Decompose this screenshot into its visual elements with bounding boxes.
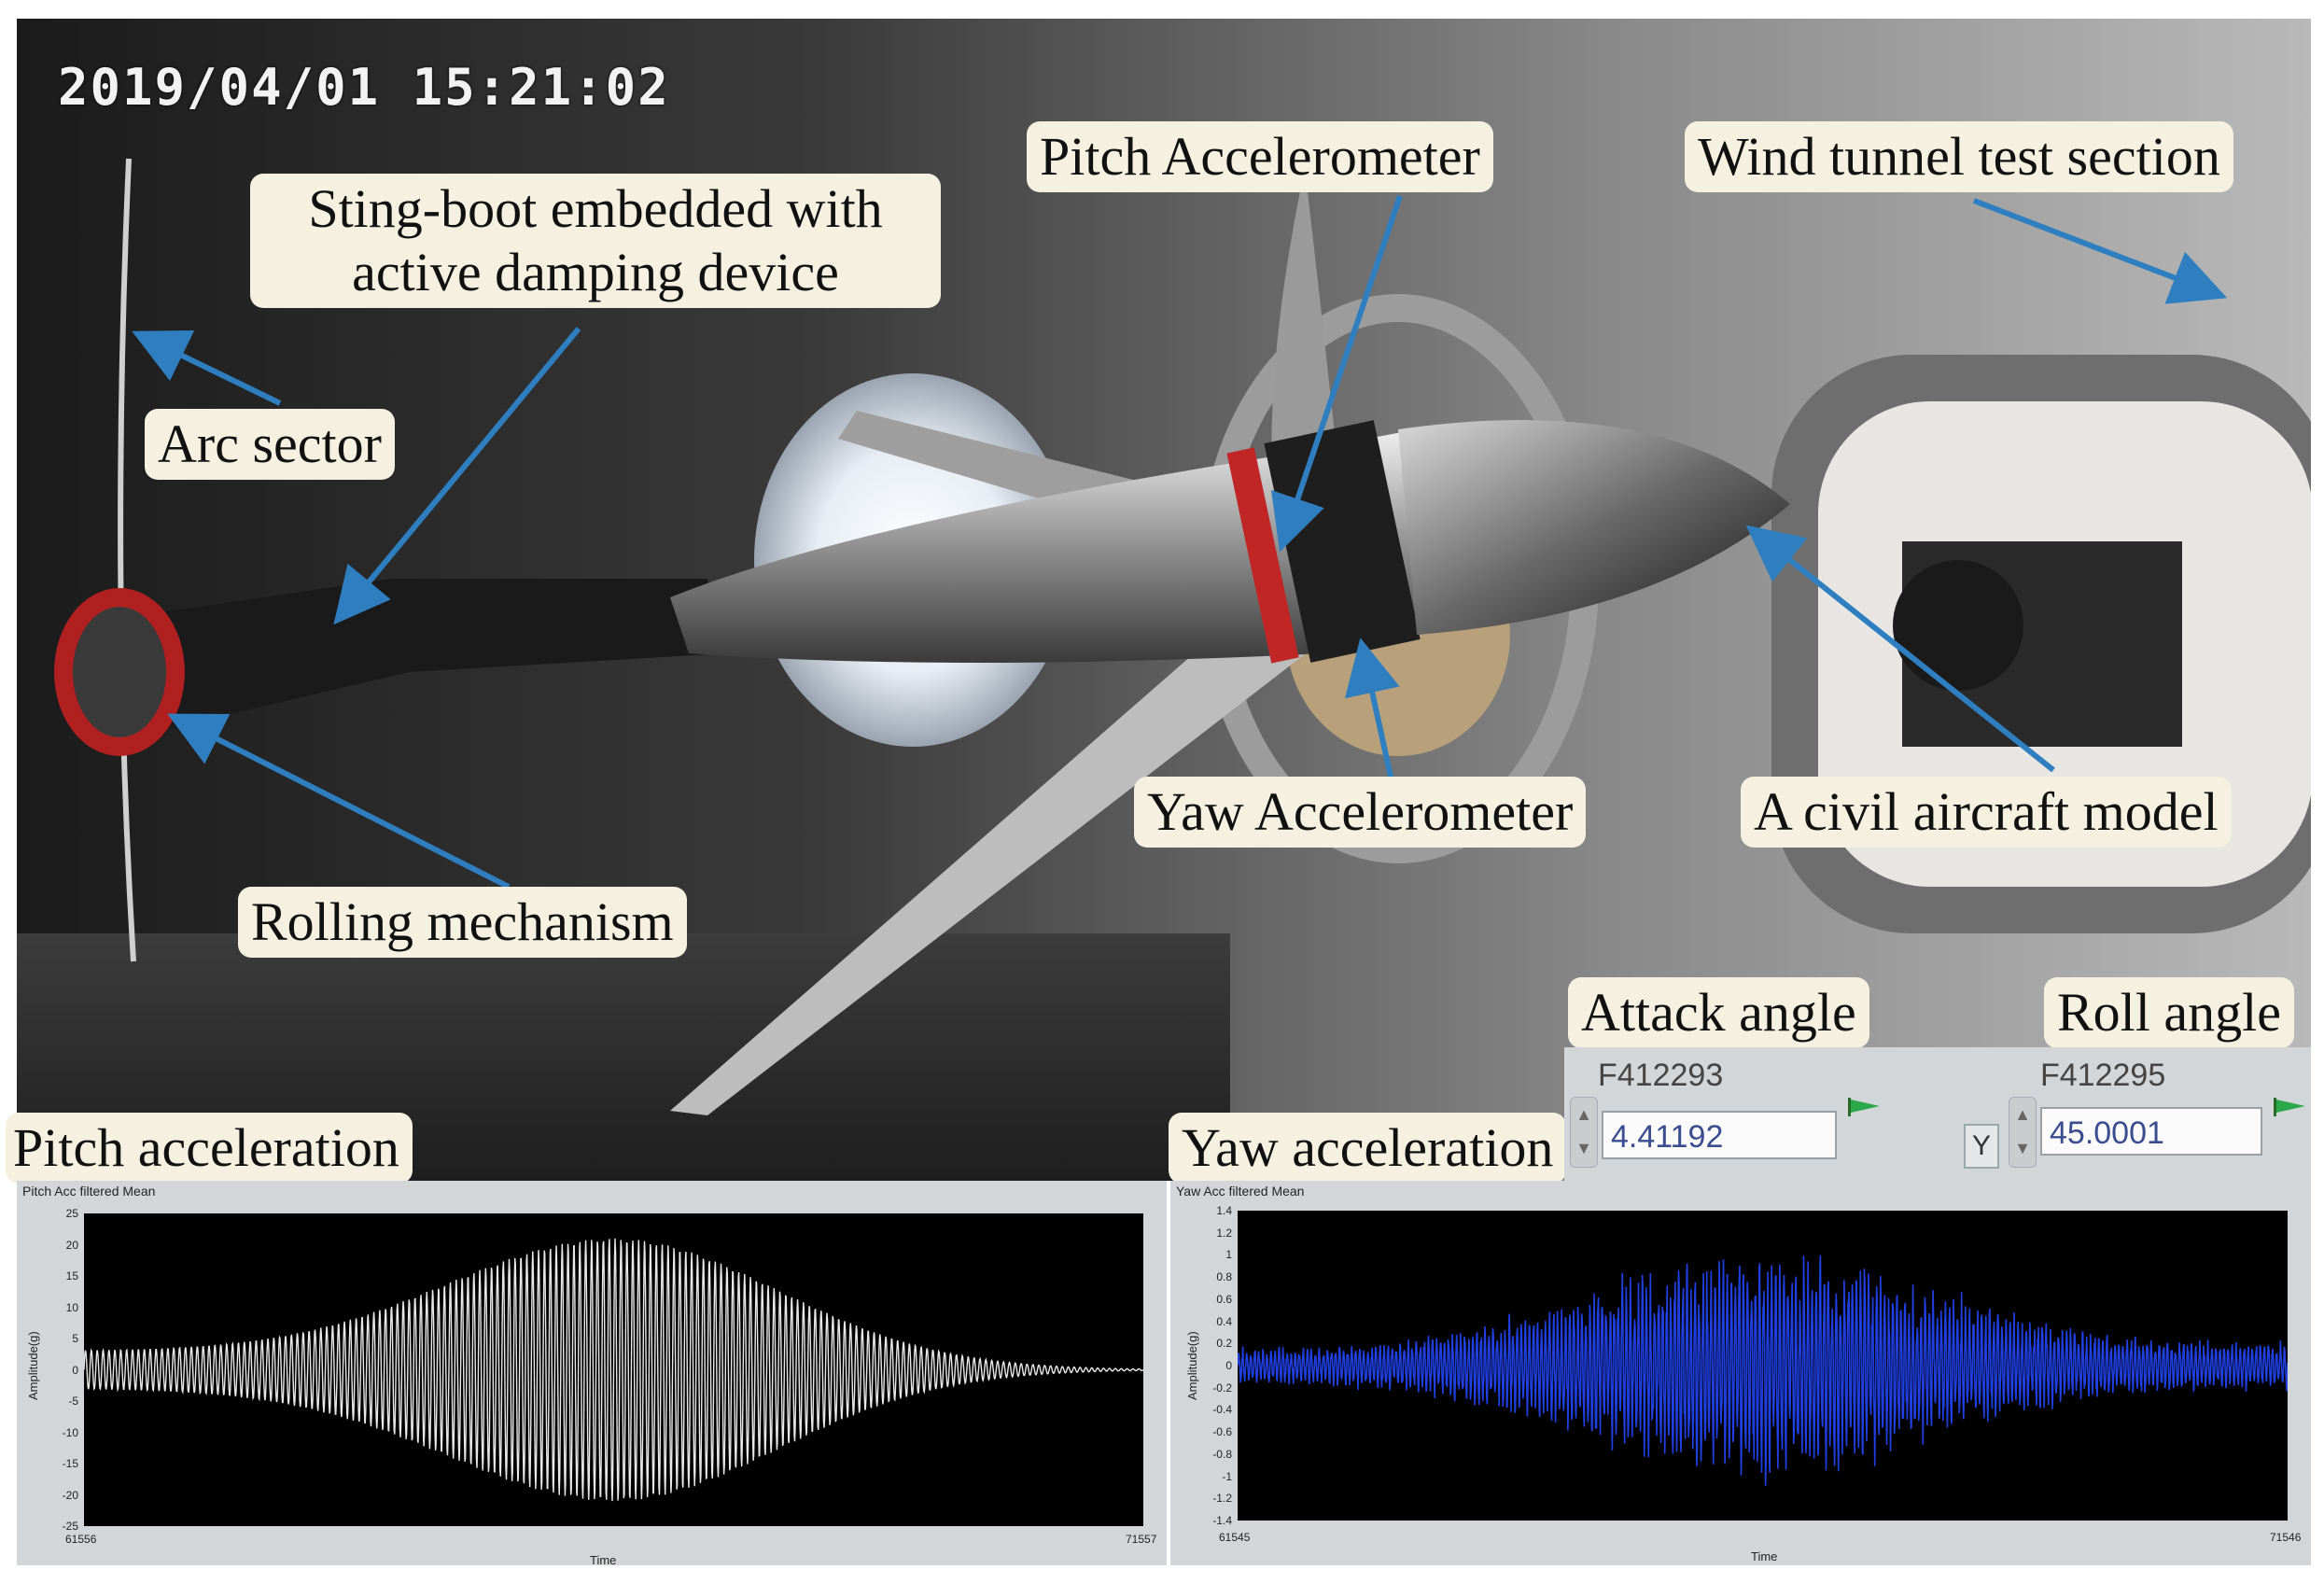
pitch-chart-title: Pitch Acc filtered Mean (22, 1184, 156, 1199)
y-tick-label: -5 (68, 1395, 78, 1408)
y-tick-label: -0.6 (1212, 1425, 1232, 1439)
callout-pitch-acceleration: Pitch acceleration (6, 1113, 413, 1184)
yaw-chart-ylabel: Amplitude(g) (1185, 1331, 1199, 1400)
attack-angle-input[interactable]: 4.41192 (1602, 1111, 1837, 1159)
y-tick-label: 25 (65, 1207, 78, 1220)
callout-pitch-accelerometer: Pitch Accelerometer (1027, 121, 1493, 192)
y-tick-label: -25 (62, 1520, 78, 1533)
y-tick-label: -1.4 (1212, 1514, 1232, 1527)
yaw-chart-x-end: 71546 (2270, 1531, 2302, 1544)
y-tick-label: 0.6 (1216, 1292, 1232, 1306)
yaw-chart-title: Yaw Acc filtered Mean (1176, 1184, 1305, 1199)
roll-angle-stepper[interactable]: ▲▼ (2009, 1097, 2037, 1168)
callout-rolling-mechanism: Rolling mechanism (238, 887, 687, 958)
callout-civil-aircraft: A civil aircraft model (1741, 777, 2232, 848)
y-tick-label: 1.2 (1216, 1226, 1232, 1240)
yaw-chart-xlabel: Time (1751, 1549, 1778, 1563)
roll-angle-control-label: F412295 (2040, 1058, 2166, 1093)
roll-angle-input[interactable]: 45.0001 (2040, 1107, 2262, 1156)
y-axis-button[interactable]: Y (1964, 1124, 1999, 1169)
callout-attack-angle: Attack angle (1568, 977, 1869, 1048)
y-tick-label: -0.2 (1212, 1381, 1232, 1395)
y-tick-label: 0 (72, 1363, 78, 1377)
y-tick-label: 0.2 (1216, 1337, 1232, 1351)
y-tick-label: 20 (65, 1238, 78, 1252)
pitch-chart-plot (83, 1213, 1144, 1526)
y-tick-label: -10 (62, 1425, 78, 1439)
y-tick-label: 1.4 (1216, 1204, 1232, 1217)
pitch-chart-x-end: 71557 (1126, 1533, 1157, 1546)
callout-roll-angle: Roll angle (2044, 977, 2295, 1048)
y-tick-label: 0.8 (1216, 1270, 1232, 1284)
y-tick-label: 5 (72, 1332, 78, 1345)
y-tick-label: 1 (1225, 1248, 1232, 1262)
callout-yaw-acceleration: Yaw acceleration (1169, 1113, 1567, 1184)
attack-angle-stepper[interactable]: ▲▼ (1570, 1097, 1598, 1168)
signal-series-line (83, 1238, 1144, 1502)
callout-wind-tunnel: Wind tunnel test section (1685, 121, 2233, 192)
callout-yaw-accelerometer: Yaw Accelerometer (1134, 777, 1587, 848)
timestamp-overlay: 2019/04/01 15:21:02 (58, 58, 670, 117)
yaw-chart-plot (1237, 1211, 2289, 1521)
y-tick-label: 0 (1225, 1359, 1232, 1372)
pitch-chart-ylabel: Amplitude(g) (26, 1331, 40, 1400)
yaw-chart-x-start: 61545 (1219, 1531, 1251, 1544)
pitch-chart-x-start: 61556 (65, 1533, 97, 1546)
y-tick-label: 0.4 (1216, 1314, 1232, 1328)
attack-angle-flag-icon (1848, 1098, 1880, 1116)
y-tick-label: -20 (62, 1488, 78, 1502)
pitch-signal-svg (83, 1238, 1144, 1502)
callout-arc-sector: Arc sector (145, 409, 395, 480)
roll-angle-flag-icon (2274, 1098, 2305, 1116)
signal-series-line (1237, 1255, 2289, 1486)
callout-sting-boot: Sting-boot embedded with active damping … (250, 174, 941, 308)
y-tick-label: 10 (65, 1300, 78, 1314)
y-tick-label: -1.2 (1212, 1492, 1232, 1506)
pitch-chart-xlabel: Time (590, 1553, 617, 1567)
y-tick-label: -15 (62, 1457, 78, 1470)
y-tick-label: -0.8 (1212, 1447, 1232, 1461)
y-tick-label: -0.4 (1212, 1403, 1232, 1417)
yaw-signal-svg (1237, 1255, 2289, 1486)
y-tick-label: 15 (65, 1269, 78, 1283)
attack-angle-control-label: F412293 (1598, 1058, 1724, 1093)
y-tick-label: -1 (1222, 1469, 1232, 1483)
